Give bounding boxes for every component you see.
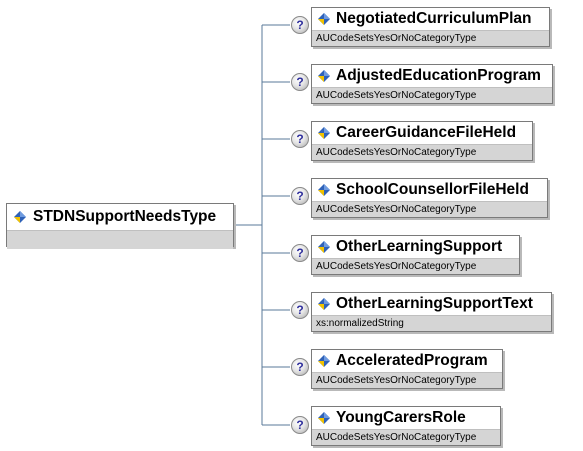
child-element-header: AcceleratedProgram <box>312 350 502 372</box>
child-element-header: OtherLearningSupportText <box>312 293 551 315</box>
child-element-type: AUCodeSetsYesOrNoCategoryType <box>312 258 519 274</box>
child-element-box[interactable]: SchoolCounsellorFileHeld AUCodeSetsYesOr… <box>311 178 548 218</box>
element-diamond-icon <box>318 298 330 310</box>
root-element-box[interactable]: STDNSupportNeedsType <box>6 203 234 249</box>
element-diamond-icon <box>318 13 330 25</box>
element-diamond-icon <box>318 412 330 424</box>
child-element-name: AcceleratedProgram <box>336 352 488 369</box>
child-element-type: AUCodeSetsYesOrNoCategoryType <box>312 30 549 46</box>
root-element-type <box>7 230 233 249</box>
child-element-type: AUCodeSetsYesOrNoCategoryType <box>312 201 547 217</box>
child-element-name: SchoolCounsellorFileHeld <box>336 181 529 198</box>
element-diamond-icon <box>318 127 330 139</box>
element-diamond-icon <box>318 184 330 196</box>
child-element-header: CareerGuidanceFileHeld <box>312 122 532 144</box>
element-diamond-icon <box>318 70 330 82</box>
child-element-box[interactable]: YoungCarersRole AUCodeSetsYesOrNoCategor… <box>311 406 501 446</box>
help-icon[interactable]: ? <box>291 358 309 376</box>
help-icon[interactable]: ? <box>291 301 309 319</box>
element-diamond-icon <box>318 355 330 367</box>
child-element-box[interactable]: OtherLearningSupport AUCodeSetsYesOrNoCa… <box>311 235 520 275</box>
root-element-name: STDNSupportNeedsType <box>33 208 217 225</box>
child-element-box[interactable]: OtherLearningSupportText xs:normalizedSt… <box>311 292 552 332</box>
help-icon[interactable]: ? <box>291 73 309 91</box>
child-element-name: NegotiatedCurriculumPlan <box>336 10 532 27</box>
child-element-name: YoungCarersRole <box>336 409 466 426</box>
child-element-type: AUCodeSetsYesOrNoCategoryType <box>312 87 552 103</box>
root-element-header: STDNSupportNeedsType <box>7 204 233 230</box>
child-element-name: AdjustedEducationProgram <box>336 67 541 84</box>
help-icon[interactable]: ? <box>291 416 309 434</box>
help-icon[interactable]: ? <box>291 187 309 205</box>
help-icon[interactable]: ? <box>291 244 309 262</box>
child-element-box[interactable]: AdjustedEducationProgram AUCodeSetsYesOr… <box>311 64 553 104</box>
child-element-header: OtherLearningSupport <box>312 236 519 258</box>
child-element-header: SchoolCounsellorFileHeld <box>312 179 547 201</box>
child-element-box[interactable]: NegotiatedCurriculumPlan AUCodeSetsYesOr… <box>311 7 550 47</box>
help-icon[interactable]: ? <box>291 130 309 148</box>
child-element-header: YoungCarersRole <box>312 407 500 429</box>
element-diamond-icon <box>318 241 330 253</box>
child-element-header: NegotiatedCurriculumPlan <box>312 8 549 30</box>
child-element-type: AUCodeSetsYesOrNoCategoryType <box>312 372 502 388</box>
child-element-name: OtherLearningSupportText <box>336 295 533 312</box>
child-element-header: AdjustedEducationProgram <box>312 65 552 87</box>
child-element-type: AUCodeSetsYesOrNoCategoryType <box>312 429 500 445</box>
element-diamond-icon <box>14 211 26 223</box>
child-element-name: OtherLearningSupport <box>336 238 503 255</box>
child-element-box[interactable]: AcceleratedProgram AUCodeSetsYesOrNoCate… <box>311 349 503 389</box>
child-element-name: CareerGuidanceFileHeld <box>336 124 517 141</box>
child-element-type: xs:normalizedString <box>312 315 551 331</box>
child-element-box[interactable]: CareerGuidanceFileHeld AUCodeSetsYesOrNo… <box>311 121 533 161</box>
help-icon[interactable]: ? <box>291 16 309 34</box>
child-element-type: AUCodeSetsYesOrNoCategoryType <box>312 144 532 160</box>
